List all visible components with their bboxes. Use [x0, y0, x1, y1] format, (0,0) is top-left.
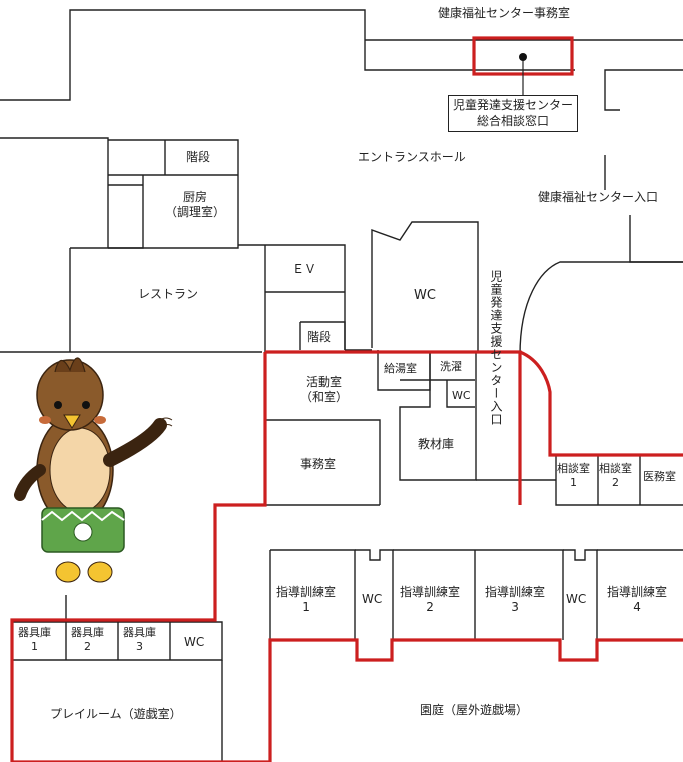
activity-room-label: 活動室 （和室）	[300, 375, 349, 404]
stairs-mid-label: 階段	[307, 330, 332, 344]
wc-small-label: WC	[452, 389, 471, 402]
equip1-label: 器具庫 1	[18, 626, 51, 653]
wc-play-label: WC	[184, 635, 205, 649]
equip3-label: 器具庫 3	[123, 626, 156, 653]
medical-label: 医務室	[643, 470, 676, 483]
laundry-label: 洗濯	[440, 360, 462, 373]
consult1-label: 相談室 1	[557, 462, 590, 489]
wc-t1-label: WC	[362, 592, 383, 606]
office-label: 事務室	[300, 457, 337, 471]
materials-label: 教材庫	[418, 437, 455, 451]
playroom-label: プレイルーム（遊戯室）	[50, 707, 182, 721]
entrance-hall-label: エントランスホール	[358, 150, 466, 164]
wc-t2-label: WC	[566, 592, 587, 606]
wc-main-label: WC	[414, 288, 436, 303]
training3-label: 指導訓練室 3	[485, 585, 546, 614]
restaurant-label: レストラン	[138, 287, 199, 301]
health-entrance-label: 健康福祉センター入口	[538, 190, 659, 204]
consult2-label: 相談室 2	[599, 462, 632, 489]
center-boundary	[10, 36, 683, 762]
location-dot-icon	[519, 53, 527, 61]
equip2-label: 器具庫 2	[71, 626, 104, 653]
health-office-label: 健康福祉センター事務室	[438, 6, 571, 20]
kettle-room-label: 給湯室	[384, 362, 417, 375]
training1-label: 指導訓練室 1	[276, 585, 337, 614]
garden-label: 園庭（屋外遊戯場）	[420, 703, 529, 717]
bird-mascot-icon	[14, 357, 173, 583]
training2-label: 指導訓練室 2	[400, 585, 461, 614]
elevator-label: ＥＶ	[292, 262, 317, 276]
kitchen-label: 厨房 （調理室）	[165, 190, 226, 219]
stairs-top-label: 階段	[186, 150, 211, 164]
consult-window-label: 児童発達支援センター 総合相談窓口	[448, 95, 579, 133]
training4-label: 指導訓練室 4	[607, 585, 668, 614]
center-entrance-label: 児童発達支援センター入口	[489, 270, 503, 426]
